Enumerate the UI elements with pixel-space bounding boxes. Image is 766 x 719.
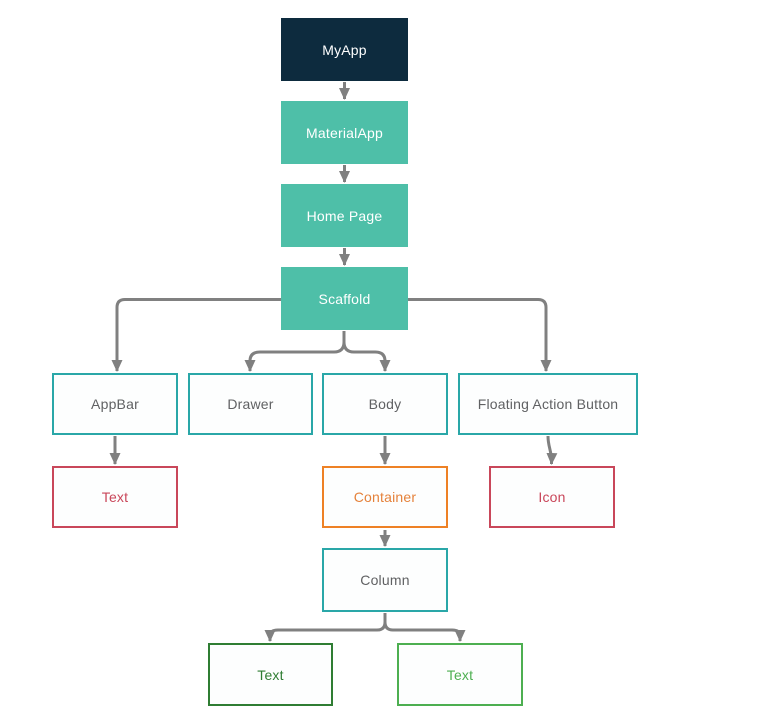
node-materialapp: MaterialApp [281, 101, 408, 164]
edge-scaffold-body [342, 331, 391, 372]
edge-scaffold-drawer [244, 331, 346, 372]
node-icon: Icon [489, 466, 615, 528]
node-body: Body [322, 373, 448, 435]
node-appbar-text: Text [52, 466, 178, 528]
node-container: Container [322, 466, 448, 528]
edge-scaffold-fab [408, 298, 552, 372]
node-appbar: AppBar [52, 373, 178, 435]
node-drawer: Drawer [188, 373, 313, 435]
edge-fab-icon [546, 435, 558, 465]
node-myapp: MyApp [281, 18, 408, 81]
edge-scaffold-appbar [111, 298, 281, 372]
edge-column-text-left [264, 613, 387, 642]
node-floating-action-button: Floating Action Button [458, 373, 638, 435]
node-column-text-right: Text [397, 643, 523, 706]
edge-column-text-right [383, 613, 466, 642]
node-scaffold: Scaffold [281, 267, 408, 330]
node-column: Column [322, 548, 448, 612]
node-home-page: Home Page [281, 184, 408, 247]
node-column-text-left: Text [208, 643, 333, 706]
